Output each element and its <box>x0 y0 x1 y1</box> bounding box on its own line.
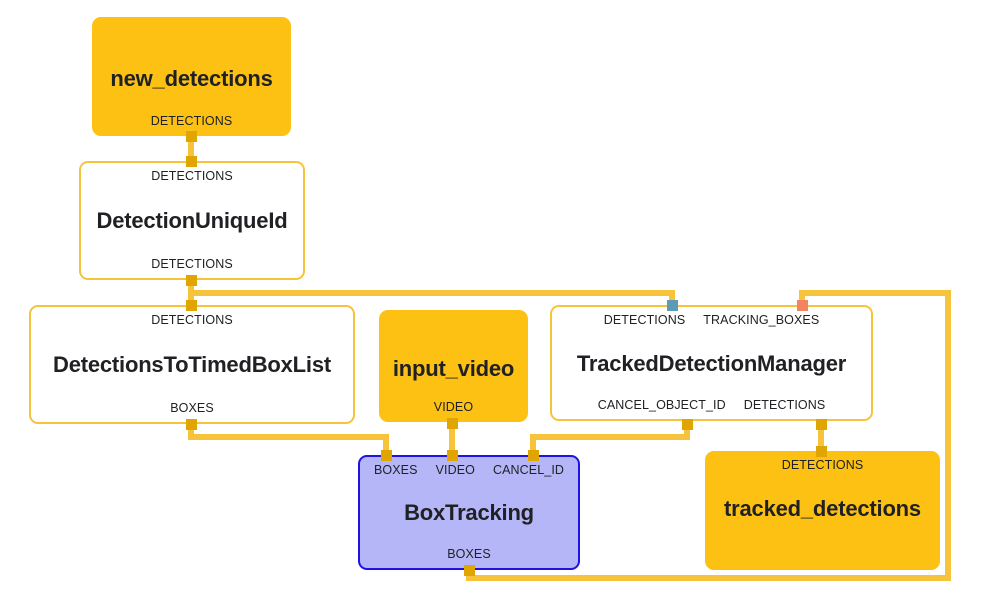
node-title-DetectionsToTimedBoxList: DetectionsToTimedBoxList <box>53 352 331 377</box>
port-label-out-BoxTracking-BOXES[interactable]: BOXES <box>447 547 491 562</box>
port-label-out-input_video-VIDEO[interactable]: VIDEO <box>433 400 474 415</box>
node-title-new_detections: new_detections <box>110 66 273 92</box>
port-dot-DetectionUniqueId-out-DETECTIONS[interactable] <box>185 274 197 286</box>
port-dot-BoxTracking-in-VIDEO[interactable] <box>446 449 458 461</box>
output-ports-input_video: VIDEO <box>390 400 517 415</box>
node-title-TrackedDetectionManager: TrackedDetectionManager <box>576 350 847 376</box>
port-dot-BoxTracking-out-BOXES[interactable] <box>463 564 475 576</box>
port-label-in-BoxTracking-BOXES[interactable]: BOXES <box>373 463 418 477</box>
port-dot-tracked_detections-in-DETECTIONS[interactable] <box>815 445 827 457</box>
port-dot-BoxTracking-in-CANCEL_ID[interactable] <box>527 449 539 461</box>
port-label-out-new_detections-DETECTIONS[interactable]: DETECTIONS <box>150 114 233 129</box>
port-label-in-BoxTracking-CANCEL_ID[interactable]: CANCEL_ID <box>492 463 565 477</box>
port-label-in-DetectionUniqueId-DETECTIONS[interactable]: DETECTIONS <box>151 169 233 183</box>
output-ports-DetectionsToTimedBoxList: BOXES <box>41 401 343 416</box>
node-title-tracked_detections: tracked_detections <box>724 495 921 521</box>
port-dot-TrackedDetectionManager-in-DETECTIONS[interactable] <box>666 299 678 311</box>
port-label-in-DetectionsToTimedBoxList-DETECTIONS[interactable]: DETECTIONS <box>151 313 233 327</box>
input-ports-DetectionUniqueId: DETECTIONS <box>91 169 293 184</box>
input-ports-BoxTracking: BOXES VIDEO CANCEL_ID <box>370 463 568 478</box>
node-TrackedDetectionManager[interactable]: DETECTIONS TRACKING_BOXES TrackedDetection… <box>550 305 873 421</box>
port-dot-TrackedDetectionManager-out-CANCEL_OBJECT_ID[interactable] <box>681 418 693 430</box>
port-dot-DetectionsToTimedBoxList-out-BOXES[interactable] <box>185 418 197 430</box>
output-ports-TrackedDetectionManager: CANCEL_OBJECT_ID DETECTIONS <box>562 398 861 413</box>
port-dot-BoxTracking-in-BOXES[interactable] <box>380 449 392 461</box>
output-ports-new_detections: DETECTIONS <box>103 114 280 129</box>
node-title-input_video: input_video <box>392 355 515 381</box>
node-title-DetectionUniqueId: DetectionUniqueId <box>96 208 288 233</box>
input-ports-DetectionsToTimedBoxList: DETECTIONS <box>41 313 343 328</box>
input-ports-TrackedDetectionManager: DETECTIONS TRACKING_BOXES <box>562 313 861 328</box>
port-label-in-TrackedDetectionManager-DETECTIONS[interactable]: DETECTIONS <box>603 313 686 327</box>
node-tracked_detections[interactable]: DETECTIONS tracked_detections <box>705 451 940 570</box>
port-label-in-tracked_detections-DETECTIONS[interactable]: DETECTIONS <box>781 458 864 472</box>
input-ports-tracked_detections: DETECTIONS <box>716 458 929 473</box>
port-dot-DetectionUniqueId-in-DETECTIONS[interactable] <box>185 155 197 167</box>
port-label-out-TrackedDetectionManager-CANCEL_OBJECT_ID[interactable]: CANCEL_OBJECT_ID <box>597 398 726 413</box>
port-dot-TrackedDetectionManager-out-DETECTIONS[interactable] <box>815 418 827 430</box>
port-label-in-TrackedDetectionManager-TRACKING_BOXES[interactable]: TRACKING_BOXES <box>703 313 820 327</box>
port-label-in-BoxTracking-VIDEO[interactable]: VIDEO <box>435 463 475 477</box>
port-dot-TrackedDetectionManager-in-TRACKING_BOXES[interactable] <box>796 299 808 311</box>
port-label-out-TrackedDetectionManager-DETECTIONS[interactable]: DETECTIONS <box>743 398 826 413</box>
port-dot-input_video-out-VIDEO[interactable] <box>446 417 458 429</box>
output-ports-BoxTracking: BOXES <box>370 547 568 562</box>
port-dot-new_detections-out-DETECTIONS[interactable] <box>185 130 197 142</box>
output-ports-DetectionUniqueId: DETECTIONS <box>91 257 293 272</box>
node-title-BoxTracking: BoxTracking <box>404 500 534 525</box>
port-label-out-DetectionsToTimedBoxList-BOXES[interactable]: BOXES <box>170 401 214 416</box>
port-dot-DetectionsToTimedBoxList-in-DETECTIONS[interactable] <box>185 299 197 311</box>
port-label-out-DetectionUniqueId-DETECTIONS[interactable]: DETECTIONS <box>151 257 233 272</box>
